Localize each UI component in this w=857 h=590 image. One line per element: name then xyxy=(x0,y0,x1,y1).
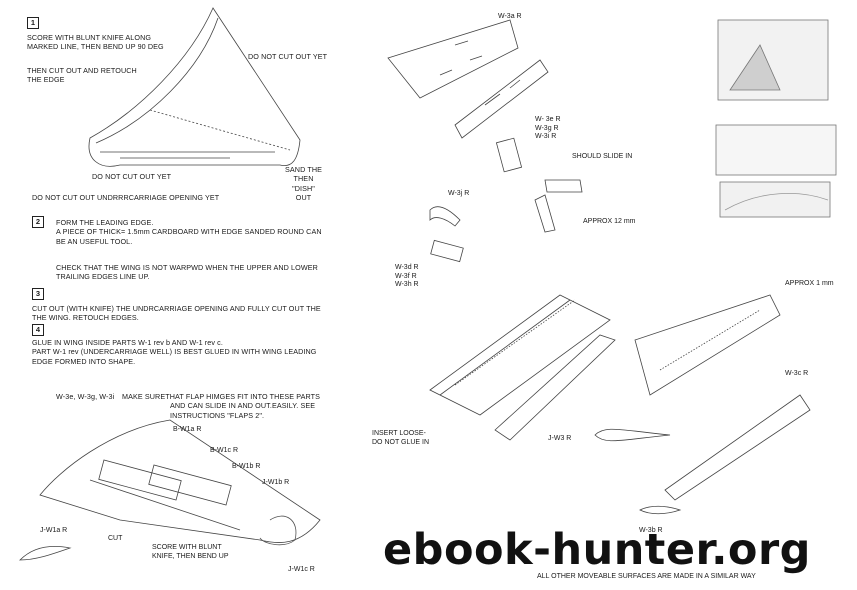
flap-note-line: INSTRUCTIONS "FLAPS 2". xyxy=(170,410,265,420)
label-insert-loose: INSERT LOOSE- DO NOT GLUE IN xyxy=(372,430,429,447)
watermark-text: ebook-hunter.org xyxy=(383,525,811,575)
label-b-w1c: B-W1c R xyxy=(210,447,238,454)
label-should-slide: SHOULD SLIDE IN xyxy=(572,153,633,160)
airfoil-section-center xyxy=(594,428,671,442)
label-j-w1c: J-W1c R xyxy=(288,566,315,573)
label-j-w1b: J-W1b R xyxy=(262,479,290,486)
part-w3d xyxy=(430,239,464,263)
insert-line: INSERT LOOSE- xyxy=(372,430,426,437)
flap-part-w3a xyxy=(387,19,519,99)
step-2-text: FORM THE LEADING EDGE. A PIECE OF THICK=… xyxy=(56,218,322,246)
label-approx-12: APPROX 12 mm xyxy=(583,218,636,225)
note-line: SAND THE xyxy=(285,165,323,174)
step-2-line: BE AN USEFUL TOOL. xyxy=(56,236,133,246)
check-line: TRAILING EDGES LINE UP. xyxy=(56,272,150,282)
note-line: THE EDGE xyxy=(27,75,65,85)
score-line: KNIFE, THEN BEND UP xyxy=(152,552,229,560)
flap-j-w3 xyxy=(494,334,616,441)
flap-part-strip xyxy=(454,59,549,139)
hinge-rod xyxy=(534,179,583,233)
label-w3b: W-3b R xyxy=(639,527,663,534)
flap-note-line: MAKE SURETHAT FLAP HIMGES FIT INTO THESE… xyxy=(122,392,321,401)
label-cut: CUT xyxy=(108,535,123,542)
reference-photos xyxy=(715,19,837,218)
step-4-line: GLUE IN WING INSIDE PARTS W-1 rev b AND … xyxy=(32,338,223,347)
airfoil-section-bottom-left xyxy=(19,546,72,561)
wing-panel-left xyxy=(429,294,611,416)
note-do-not-cut-top: DO NOT CUT OUT YET xyxy=(248,52,328,61)
label-b-w1b: B-W1b R xyxy=(232,463,261,470)
wing-panel-right xyxy=(634,294,781,396)
w3egi-line: W-3g R xyxy=(535,124,559,132)
w3dfh-line: W-3f R xyxy=(395,272,417,280)
note-line: THEN CUT OUT AND RETOUCH xyxy=(27,66,137,75)
part-w3j xyxy=(429,206,461,227)
flap-note-line: AND CAN SLIDE IN AND OUT.EASILY. SEE xyxy=(170,401,316,411)
hinge-block xyxy=(495,137,523,173)
flap-w3c xyxy=(664,394,811,501)
step-2-line: FORM THE LEADING EDGE. xyxy=(56,218,154,227)
label-w3a: W-3a R xyxy=(498,13,522,20)
step-3-line: THE WING. RETOUCH EDGES. xyxy=(32,313,139,323)
note-undercarriage: DO NOT CUT OUT UNDRRRCARRIAGE OPENING YE… xyxy=(32,193,220,202)
step-4-number: 4 xyxy=(32,324,44,336)
insert-line: DO NOT GLUE IN xyxy=(372,438,430,446)
step-4-text: GLUE IN WING INSIDE PARTS W-1 rev b AND … xyxy=(32,338,317,366)
label-w3dfh: W-3d R W-3f R W-3h R xyxy=(395,264,419,290)
step-1-number: 1 xyxy=(27,17,39,29)
label-approx-1: APPROX 1 mm xyxy=(785,280,834,287)
step-2-number: 2 xyxy=(32,216,44,228)
w3dfh-line: W-3h R xyxy=(395,281,419,288)
note-do-not-cut-mid: DO NOT CUT OUT YET xyxy=(92,172,172,181)
step-1-cut-retouch: THEN CUT OUT AND RETOUCH THE EDGE xyxy=(27,66,137,85)
step-1-line: SCORE WITH BLUNT KNIFE ALONG xyxy=(27,33,152,42)
label-w3c: W-3c R xyxy=(785,370,809,377)
step-4-line: EDGE FORMED INTO SHAPE. xyxy=(32,356,136,366)
check-line: CHECK THAT THE WING IS NOT WARPWD WHEN T… xyxy=(56,263,318,272)
label-b-w1a: B-W1a R xyxy=(173,426,202,433)
step-3-text: CUT OUT (WITH KNIFE) THE UNDRCARRIAGE OP… xyxy=(32,304,321,323)
note-sand-dish: SAND THE THEN "DISH" OUT xyxy=(285,165,322,203)
label-w3egi: W- 3e R W-3g R W-3i R xyxy=(535,116,561,142)
footer-note: ALL OTHER MOVEABLE SURFACES ARE MADE IN … xyxy=(537,573,756,580)
score-line: SCORE WITH BLUNT xyxy=(152,544,222,551)
w3egi-line: W-3i R xyxy=(535,133,557,140)
w3egi-line: W- 3e R xyxy=(535,116,561,123)
label-w3j: W-3j R xyxy=(448,190,470,197)
note-line: OUT xyxy=(295,193,312,203)
flap-note-text: MAKE SURETHAT FLAP HIMGES FIT INTO THESE… xyxy=(122,392,320,420)
step-1-line: MARKED LINE, THEN BEND UP 90 DEG xyxy=(27,42,164,52)
label-score-blunt: SCORE WITH BLUNT KNIFE, THEN BEND UP xyxy=(152,544,229,561)
note-line: THEN xyxy=(293,174,314,184)
label-j-w1a: J-W1a R xyxy=(40,527,68,534)
label-j-w3: J-W3 R xyxy=(548,435,572,442)
wing-top-view xyxy=(88,7,301,167)
note-line: "DISH" xyxy=(292,183,315,193)
step-2-line: A PIECE OF THICK= 1.5mm CARDBOARD WITH E… xyxy=(56,227,322,237)
step-1-text: SCORE WITH BLUNT KNIFE ALONG MARKED LINE… xyxy=(27,33,164,52)
flap-note-parts: W-3e, W-3g, W-3i xyxy=(56,392,115,401)
step-2-check: CHECK THAT THE WING IS NOT WARPWD WHEN T… xyxy=(56,263,318,282)
wing-assembly-bottom-left xyxy=(39,419,321,546)
airfoil-section-w3b xyxy=(639,505,682,515)
w3dfh-line: W-3d R xyxy=(395,264,419,271)
step-4-line: PART W-1 rev (UNDERCARRIAGE WELL) IS BES… xyxy=(32,347,317,357)
step-3-line: CUT OUT (WITH KNIFE) THE UNDRCARRIAGE OP… xyxy=(32,304,321,313)
step-3-number: 3 xyxy=(32,288,44,300)
